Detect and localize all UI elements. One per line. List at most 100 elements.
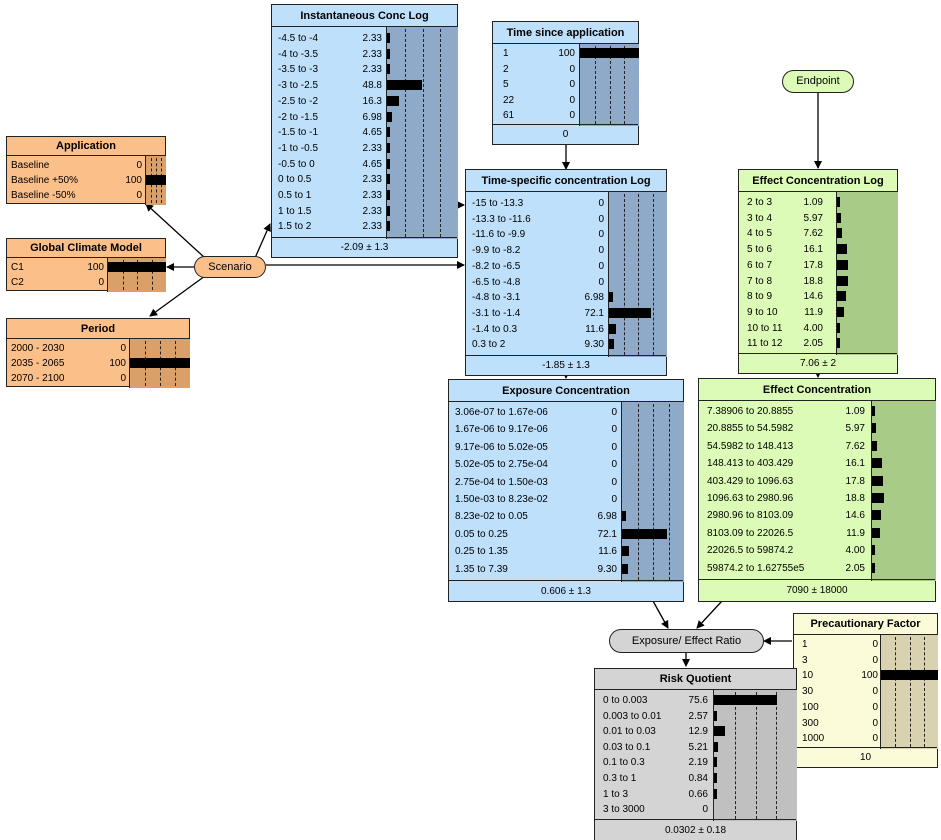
scenario-node[interactable]: Scenario bbox=[194, 256, 266, 278]
state-probability: 0 bbox=[611, 494, 617, 505]
endpoint-node[interactable]: Endpoint bbox=[782, 70, 854, 93]
node-expected-value: 10 bbox=[794, 747, 937, 767]
state-row[interactable]: Baseline -50%0 bbox=[7, 188, 167, 203]
exposure-effect-ratio-node[interactable]: Exposure/ Effect Ratio bbox=[609, 629, 764, 653]
belief-bar bbox=[837, 197, 840, 207]
time-specific-concentration-log-node[interactable]: Time-specific concentration Log-15 to -1… bbox=[465, 169, 667, 376]
state-probability: 11.9 bbox=[846, 527, 865, 539]
state-row[interactable]: Baseline +50%100 bbox=[7, 173, 167, 188]
state-probability: 14.6 bbox=[803, 291, 823, 303]
